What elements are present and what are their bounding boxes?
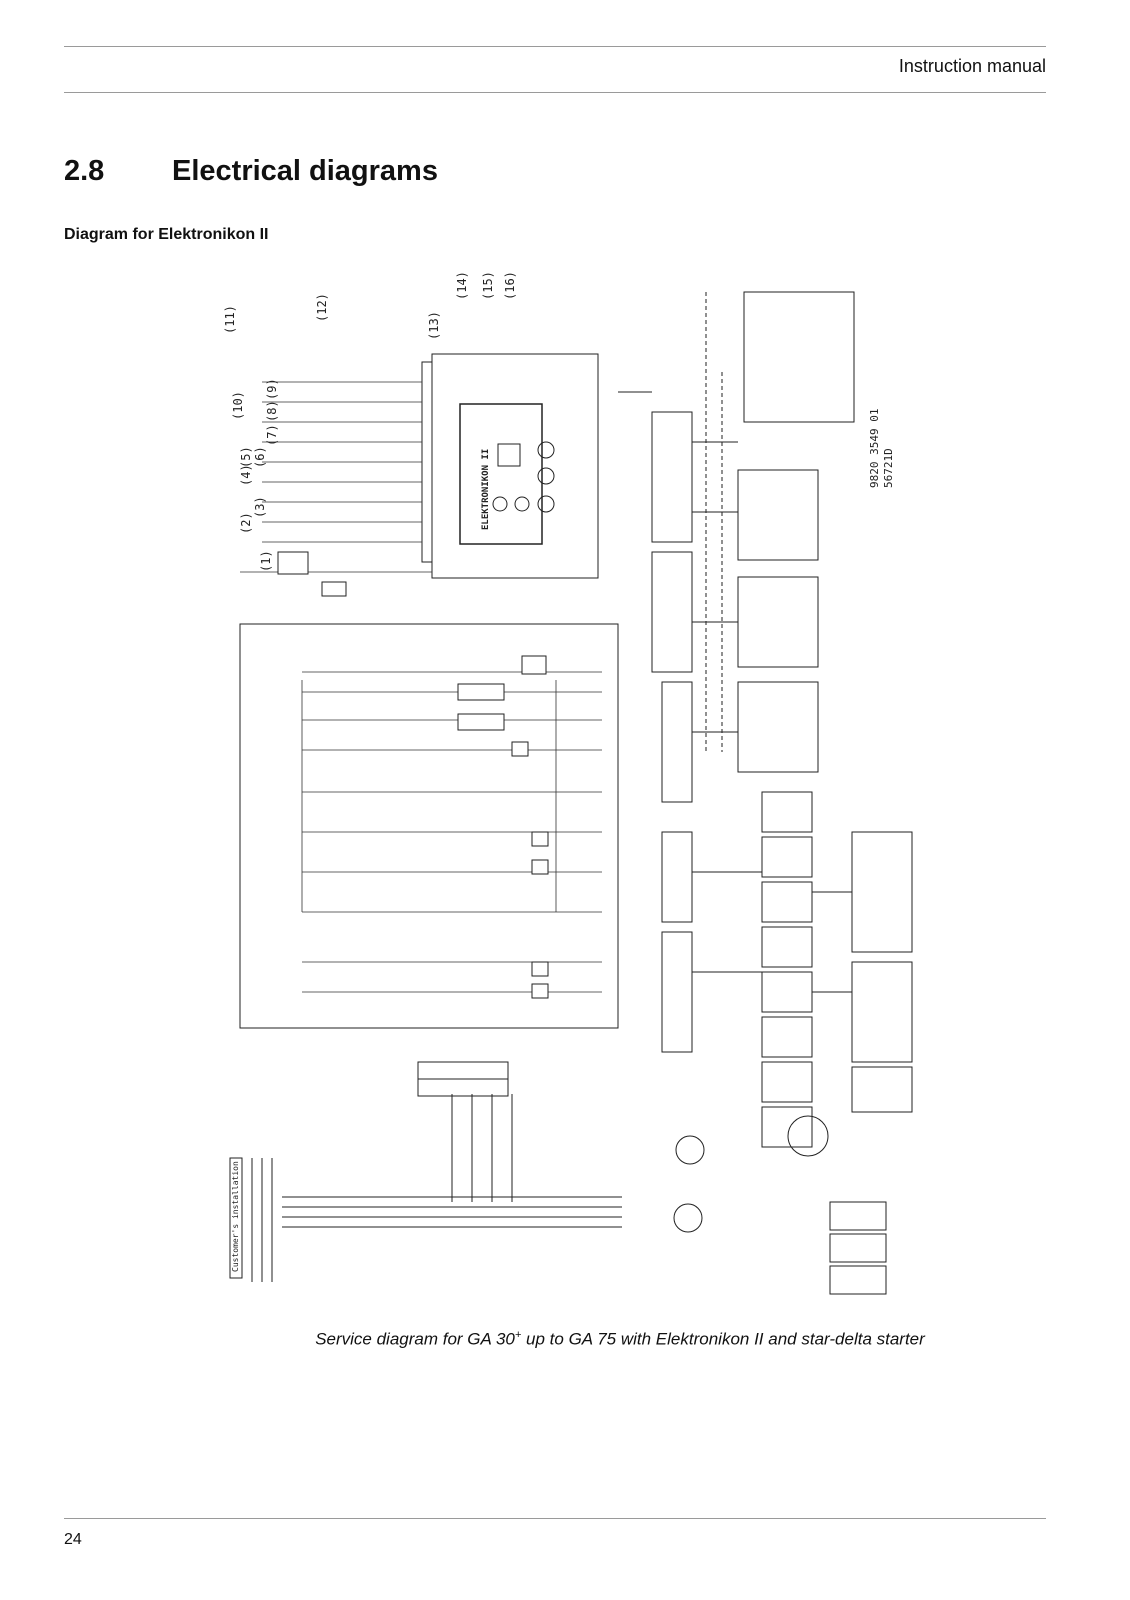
label-10: (10) [231, 391, 245, 420]
label-11: (11) [223, 305, 237, 334]
diagram-subheading: Diagram for Elektronikon II [64, 226, 269, 243]
caption-text-after: up to GA 75 with Elektronikon II and sta… [521, 1329, 925, 1349]
section-title: Electrical diagrams [172, 155, 438, 187]
label-7: (7) [265, 424, 279, 446]
drawing-revision: 56721D [882, 448, 895, 488]
page-number: 24 [64, 1531, 82, 1548]
caption-text-before: Service diagram for GA 30 [315, 1329, 515, 1349]
footer-rule [64, 1518, 1046, 1519]
label-13: (13) [427, 311, 441, 340]
controller-label: ELEKTRONIKON II [481, 449, 491, 530]
label-2: (2) [239, 512, 253, 534]
diagram-caption: Service diagram for GA 30+ up to GA 75 w… [0, 1329, 1130, 1350]
label-16: (16) [503, 272, 517, 300]
label-8: (8) [265, 400, 279, 422]
label-3: (3) [253, 496, 267, 518]
label-15: (15) [481, 272, 495, 300]
label-4: (4) [239, 464, 253, 486]
caption-superscript: + [514, 1329, 522, 1341]
label-6: (6) [253, 446, 267, 468]
drawing-number: 9820 3549 01 [868, 409, 881, 488]
label-1: (1) [259, 550, 273, 572]
section-number: 2.8 [64, 155, 105, 187]
customer-installation-label: Customer's installation [231, 1161, 240, 1272]
header-rule-bottom [64, 92, 1046, 93]
electrical-diagram: (1) (2) (3) (4) (5) (6) (7) (8) (9) (10)… [223, 272, 913, 1295]
section-heading: 2.8 Electrical diagrams [64, 155, 438, 188]
label-9: (9) [265, 378, 279, 400]
label-14: (14) [455, 272, 469, 300]
label-12: (12) [315, 293, 329, 322]
header-rule-top [64, 46, 1046, 47]
header-title: Instruction manual [898, 56, 1046, 76]
label-5: (5) [239, 446, 253, 468]
